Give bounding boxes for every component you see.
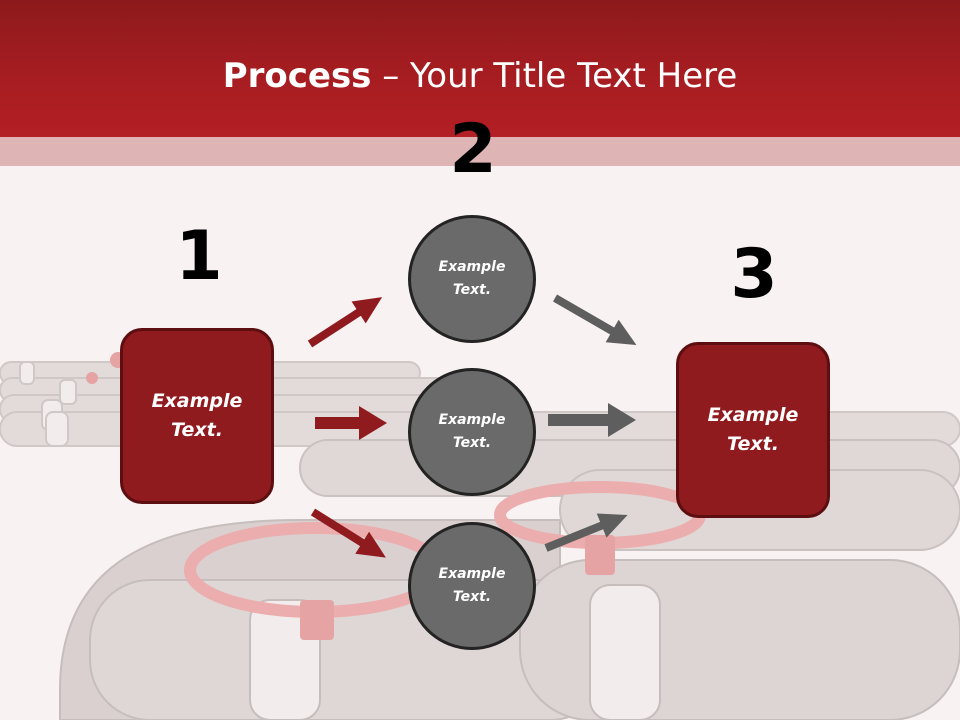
step-1-box: Example Text. [120, 328, 274, 504]
arrow-middle-circle-to-3 [548, 403, 636, 437]
header-stripe [0, 137, 960, 166]
arrow-1-to-bottom-circle [310, 508, 386, 558]
arrow-bottom-circle-to-3 [544, 513, 628, 552]
header-bar [0, 0, 960, 137]
step-2-circle-bottom-text: Example Text. [438, 566, 506, 605]
title-rest-part: – Your Title Text Here [371, 56, 738, 96]
title-bold-part: Process [222, 56, 372, 96]
step-2-number: 2 [449, 110, 497, 189]
step-2-circle-top: Example Text. [408, 215, 536, 343]
arrow-top-circle-to-3 [553, 294, 637, 345]
step-2-circle-middle-text: Example Text. [438, 412, 506, 451]
step-2-circle-top-text: Example Text. [438, 259, 506, 298]
arrow-1-to-middle-circle [315, 406, 387, 440]
step-3-number: 3 [730, 235, 778, 314]
arrow-1-to-top-circle [307, 297, 383, 348]
step-1-number: 1 [175, 217, 223, 296]
step-2-circle-middle: Example Text. [408, 368, 536, 496]
step-3-box: Example Text. [676, 342, 830, 518]
step-3-text: Example Text. [707, 404, 799, 455]
slide-title: Process – Your Title Text Here [0, 54, 960, 98]
step-1-text: Example Text. [151, 390, 243, 441]
step-2-circle-bottom: Example Text. [408, 522, 536, 650]
